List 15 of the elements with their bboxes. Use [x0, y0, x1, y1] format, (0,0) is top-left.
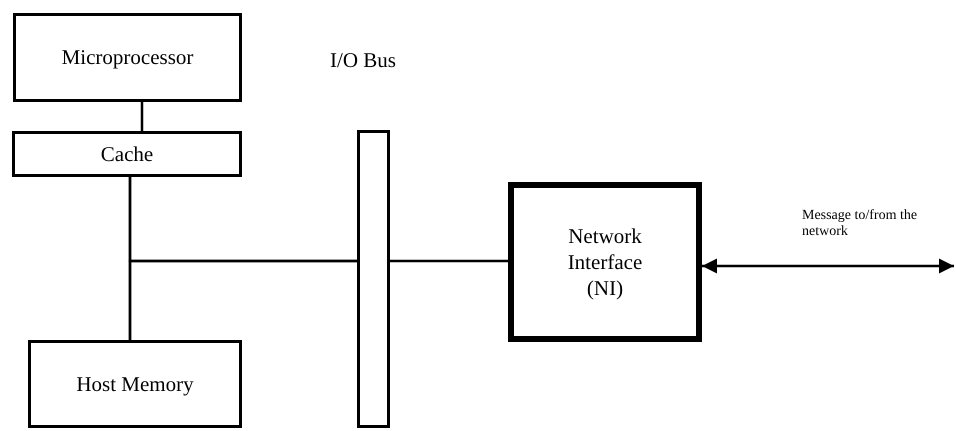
- bus-bar: [357, 130, 390, 428]
- node-label: Host Memory: [76, 370, 194, 398]
- node-label: Microprocessor: [62, 44, 194, 71]
- process-box: [12, 131, 242, 177]
- edge-label: Message to/from the network: [802, 208, 918, 240]
- double-arrow: [702, 258, 954, 274]
- connector-line: [390, 260, 508, 262]
- process-box: [28, 340, 242, 428]
- process-box: [508, 182, 702, 342]
- node-label: Cache: [100, 140, 154, 168]
- connector-line: [128, 260, 357, 340]
- process-box: [13, 13, 242, 102]
- bus-label: I/O Bus: [330, 48, 396, 73]
- node-label: Network Interface (NI): [566, 222, 644, 302]
- connector-line: [140, 102, 144, 131]
